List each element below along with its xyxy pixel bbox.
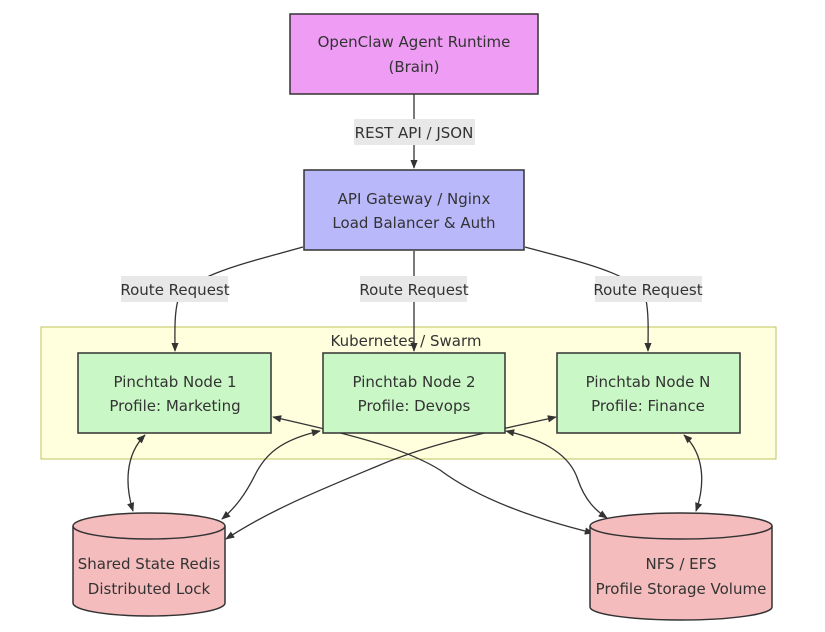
nodeN-profile: Profile: Finance: [591, 397, 705, 415]
node-pinchtab-2: Pinchtab Node 2 Profile: Devops: [322, 352, 506, 434]
redis-title: Shared State Redis: [78, 555, 221, 573]
node2-title: Pinchtab Node 2: [353, 373, 476, 391]
gateway-title: API Gateway / Nginx: [338, 190, 491, 208]
node1-profile: Profile: Marketing: [109, 397, 240, 415]
edge-label-route-request-1: Route Request: [120, 276, 230, 302]
node-nfs-efs-storage: NFS / EFS Profile Storage Volume: [589, 512, 773, 621]
edge-nodeN-nfs: [683, 434, 703, 512]
redis-subtitle: Distributed Lock: [88, 580, 211, 598]
edge-label-rest-api: REST API / JSON: [354, 119, 475, 145]
nfs-cylinder-body: [589, 526, 773, 621]
edge-label-route-request-2: Route Request: [359, 276, 469, 302]
node1-title: Pinchtab Node 1: [114, 373, 237, 391]
cluster-label: Kubernetes / Swarm: [331, 332, 482, 350]
node-pinchtab-1: Pinchtab Node 1 Profile: Marketing: [77, 352, 272, 434]
svg-text:REST API / JSON: REST API / JSON: [355, 124, 474, 142]
edge-labels: REST API / JSON Route Request Route Requ…: [120, 119, 703, 302]
nfs-title: NFS / EFS: [645, 555, 716, 573]
edge-node1-redis: [127, 434, 146, 512]
redis-cylinder-body: [72, 526, 226, 617]
edge-label-route-request-n: Route Request: [593, 276, 703, 302]
svg-text:Route Request: Route Request: [593, 281, 702, 299]
node-openclaw-brain: OpenClaw Agent Runtime (Brain): [289, 13, 539, 95]
gateway-subtitle: Load Balancer & Auth: [332, 214, 495, 232]
node-pinchtab-n: Pinchtab Node N Profile: Finance: [556, 352, 741, 434]
node2-profile: Profile: Devops: [358, 397, 471, 415]
edges: [127, 94, 703, 540]
brain-subtitle: (Brain): [388, 58, 439, 76]
nfs-subtitle: Profile Storage Volume: [596, 580, 767, 598]
brain-title: OpenClaw Agent Runtime: [318, 33, 511, 51]
node-api-gateway: API Gateway / Nginx Load Balancer & Auth: [303, 169, 525, 251]
nfs-cylinder-top: [589, 512, 773, 540]
nodeN-title: Pinchtab Node N: [586, 373, 711, 391]
svg-text:Route Request: Route Request: [359, 281, 468, 299]
svg-text:Route Request: Route Request: [120, 281, 229, 299]
node-shared-state-redis: Shared State Redis Distributed Lock: [72, 512, 226, 617]
redis-cylinder-top: [72, 512, 226, 540]
